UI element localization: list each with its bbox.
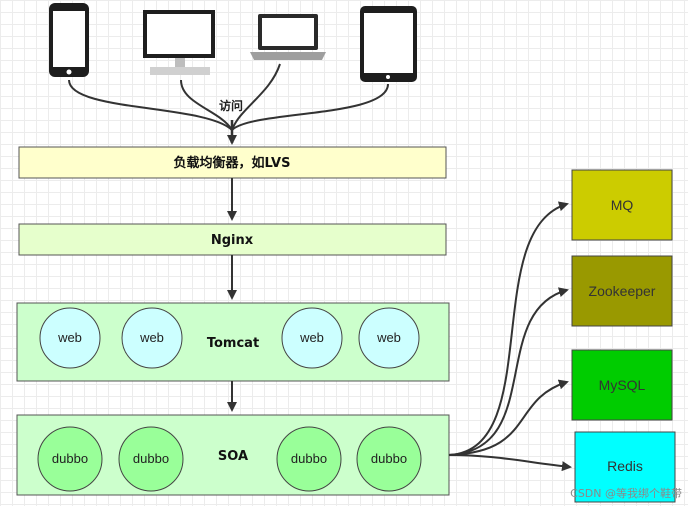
dubbo-node-4-label: dubbo [371,451,407,466]
dubbo-node-1-label: dubbo [52,451,88,466]
tomcat-label: Tomcat [207,336,259,351]
web-node-2 [121,307,183,369]
dubbo-node-3-label: dubbo [291,451,327,466]
mysql-label: MySQL [599,377,646,393]
zookeeper-box [571,255,673,327]
web-node-2-label: web [139,330,164,345]
soa-label: SOA [218,449,248,464]
dubbo-node-4 [356,426,422,492]
smartphone-icon [49,3,89,77]
mysql-box [571,349,673,421]
dubbo-node-2 [118,426,184,492]
load-balancer-box [18,146,447,179]
web-node-1 [39,307,101,369]
arrow-soa-to-mq [448,201,569,456]
dubbo-node-1 [37,426,103,492]
mq-box [571,169,673,241]
web-node-4-label: web [376,330,401,345]
dubbo-node-3 [276,426,342,492]
web-node-3-label: web [299,330,324,345]
arrow-soa-to-zookeeper [448,287,569,456]
arrow-soa-to-mysql [448,379,569,456]
laptop-icon [250,14,326,60]
access-label: 访问 [219,98,243,113]
device-connectors [68,63,389,131]
redis-label: Redis [607,458,643,474]
load-balancer-label: 负载均衡器，如LVS [174,155,291,171]
zookeeper-label: Zookeeper [589,283,656,299]
nginx-box [18,223,447,256]
redis-box [574,431,676,503]
web-node-4 [358,307,420,369]
watermark: CSDN @等我绑个鞋带 [570,487,682,500]
soa-to-services-arrows [448,201,572,472]
tablet-icon [360,6,417,82]
dubbo-node-2-label: dubbo [133,451,169,466]
mq-label: MQ [611,197,634,213]
desktop-computer-icon [143,10,215,75]
nginx-label: Nginx [211,233,254,248]
web-node-3 [281,307,343,369]
web-node-1-label: web [57,330,82,345]
arrow-soa-to-redis [448,454,572,472]
